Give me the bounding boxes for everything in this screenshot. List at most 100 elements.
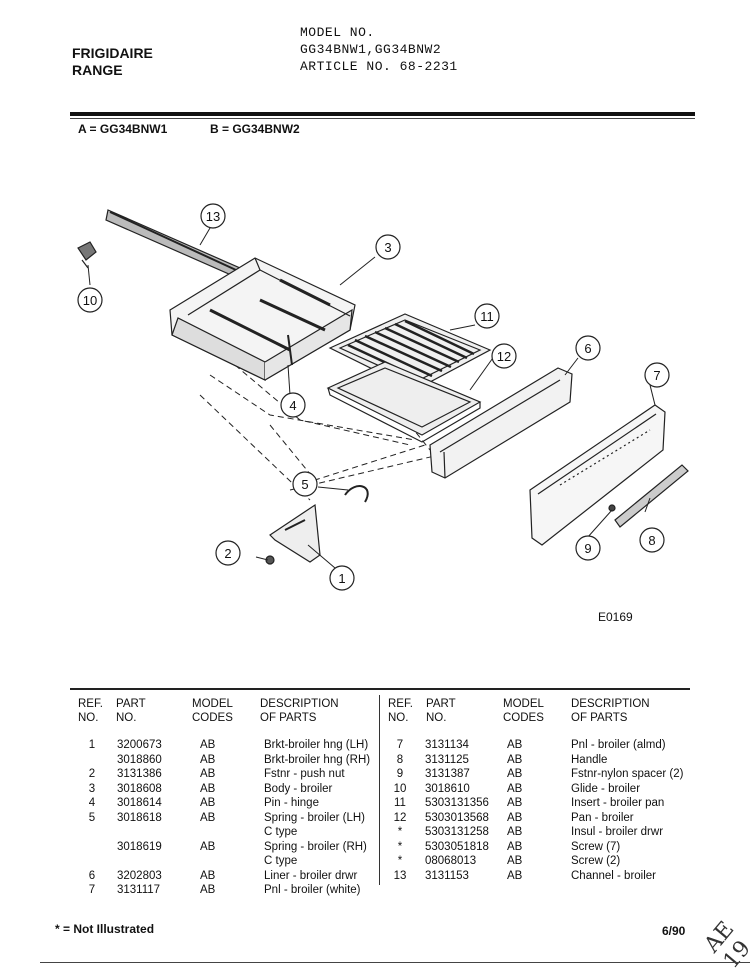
table-cell-ref: 1 <box>88 739 96 751</box>
header-rule-thin <box>70 118 695 119</box>
table-cell-part: 3202803 <box>117 869 162 882</box>
part-hinge-pin <box>287 334 293 366</box>
table-cell-desc: Pin - hinge <box>264 797 319 809</box>
table-cell-ref: 13 <box>393 869 407 882</box>
revision-date: 6/90 <box>662 924 686 938</box>
header-ref-left: REF.NO. <box>78 698 103 724</box>
table-cell-desc: Channel - broiler <box>571 869 657 882</box>
table-cell-ref: 12 <box>393 811 407 824</box>
table-column-divider <box>379 695 380 885</box>
table-cell-ref: 11 <box>394 797 406 809</box>
table-cell-desc: Screw (7) <box>571 840 621 853</box>
diagram-code: E0169 <box>598 610 633 624</box>
table-cell-desc: Insert - broiler pan <box>571 797 665 809</box>
svg-text:11: 11 <box>480 309 494 324</box>
table-cell-part: 3018860 <box>117 753 162 766</box>
model-label: MODEL NO. <box>300 25 375 40</box>
part-broiler-liner <box>429 367 573 479</box>
table-cell-part: 3018618 <box>117 811 162 824</box>
table-cell-desc: C type <box>264 826 298 838</box>
table-cell-codes: AB <box>200 739 216 751</box>
svg-text:6: 6 <box>584 341 591 356</box>
table-cell-desc: Brkt-broiler hng (LH) <box>264 739 369 751</box>
svg-text:7: 7 <box>653 368 660 383</box>
table-cell-codes: AB <box>200 811 216 824</box>
table-cell-ref: 2 <box>88 768 96 780</box>
part-broiler-body <box>169 257 356 381</box>
table-cell-part: 3131117 <box>117 884 161 896</box>
table-cell-codes: AB <box>507 753 523 766</box>
table-cell-part: 3131125 <box>425 753 469 766</box>
table-cell-ref: 10 <box>393 782 407 795</box>
part-broiler-panel <box>529 404 666 546</box>
table-cell-ref: 6 <box>88 869 96 882</box>
svg-text:5: 5 <box>301 477 308 492</box>
callout-12: 12 <box>491 343 517 369</box>
svg-text:13: 13 <box>206 209 220 224</box>
table-cell-part: 3131386 <box>117 768 162 780</box>
table-cell-part: 3131134 <box>425 739 469 751</box>
callout-9: 9 <box>575 535 601 561</box>
table-cell-codes: AB <box>507 797 523 809</box>
table-cell-ref: * <box>397 840 403 853</box>
exploded-parts-diagram: 13 10 3 4 11 12 6 7 8 9 5 2 1 <box>77 203 689 591</box>
model-numbers: GG34BNW1,GG34BNW2 <box>300 42 442 57</box>
part-spring <box>344 485 369 503</box>
table-cell-codes: AB <box>507 869 523 882</box>
table-cell-desc: Screw (2) <box>571 855 621 867</box>
table-cell-ref: 5 <box>88 811 96 824</box>
callout-1: 1 <box>329 565 355 591</box>
svg-text:2: 2 <box>224 546 231 561</box>
callout-10: 10 <box>77 287 103 313</box>
part-hinge-bracket <box>269 503 321 563</box>
table-cell-codes: AB <box>200 768 216 780</box>
table-cell-desc: Pnl - broiler (white) <box>264 884 361 896</box>
handwritten-mark: AE 19 <box>699 917 750 974</box>
table-cell-ref: 3 <box>88 782 96 795</box>
table-cell-ref: 4 <box>88 797 96 809</box>
callout-6: 6 <box>575 335 601 361</box>
model-block: MODEL NO. GG34BNW1,GG34BNW2 ARTICLE NO. … <box>300 24 458 75</box>
table-cell-ref: * <box>397 826 403 838</box>
variant-a: A = GG34BNW1 <box>78 122 168 136</box>
svg-text:9: 9 <box>584 541 591 556</box>
table-cell-part: 3018614 <box>117 797 162 809</box>
table-cell-codes: AB <box>507 739 523 751</box>
table-cell-codes: AB <box>507 840 523 853</box>
table-cell-desc: Body - broiler <box>264 782 333 795</box>
table-cell-desc: Glide - broiler <box>571 782 641 795</box>
table-cell-desc: Fstnr - push nut <box>264 768 345 780</box>
table-cell-part: 5303131356 <box>425 797 489 809</box>
table-cell-ref: 8 <box>396 753 404 766</box>
table-cell-ref: * <box>397 855 403 867</box>
product-type: RANGE <box>72 62 123 78</box>
table-cell-codes: AB <box>507 826 523 838</box>
table-cell-ref: 7 <box>88 884 96 896</box>
svg-text:4: 4 <box>289 398 296 413</box>
table-cell-desc: Liner - broiler drwr <box>264 869 358 882</box>
table-cell-desc: Pan - broiler <box>571 811 634 824</box>
table-cell-ref: 9 <box>396 768 404 780</box>
table-cell-codes: AB <box>200 797 216 809</box>
table-cell-part: 3131387 <box>425 768 470 780</box>
table-cell-codes: AB <box>200 753 216 766</box>
table-cell-part: 08068013 <box>425 855 477 867</box>
brand-name: FRIGIDAIRE <box>72 45 153 61</box>
table-cell-part: 5303051818 <box>425 840 489 853</box>
table-cell-ref: 7 <box>396 739 404 751</box>
svg-text:12: 12 <box>497 349 511 364</box>
table-cell-desc: Pnl - broiler (almd) <box>571 739 666 751</box>
callout-8: 8 <box>639 527 665 553</box>
table-cell-desc: Insul - broiler drwr <box>571 826 664 838</box>
brand-block: FRIGIDAIRE RANGE <box>72 45 153 79</box>
callout-7: 7 <box>644 362 670 388</box>
table-cell-codes: AB <box>507 811 523 824</box>
svg-text:10: 10 <box>83 293 97 308</box>
callout-5: 5 <box>292 471 318 497</box>
not-illustrated-note: * = Not Illustrated <box>55 922 155 936</box>
table-cell-desc: Fstnr-nylon spacer (2) <box>571 768 684 780</box>
